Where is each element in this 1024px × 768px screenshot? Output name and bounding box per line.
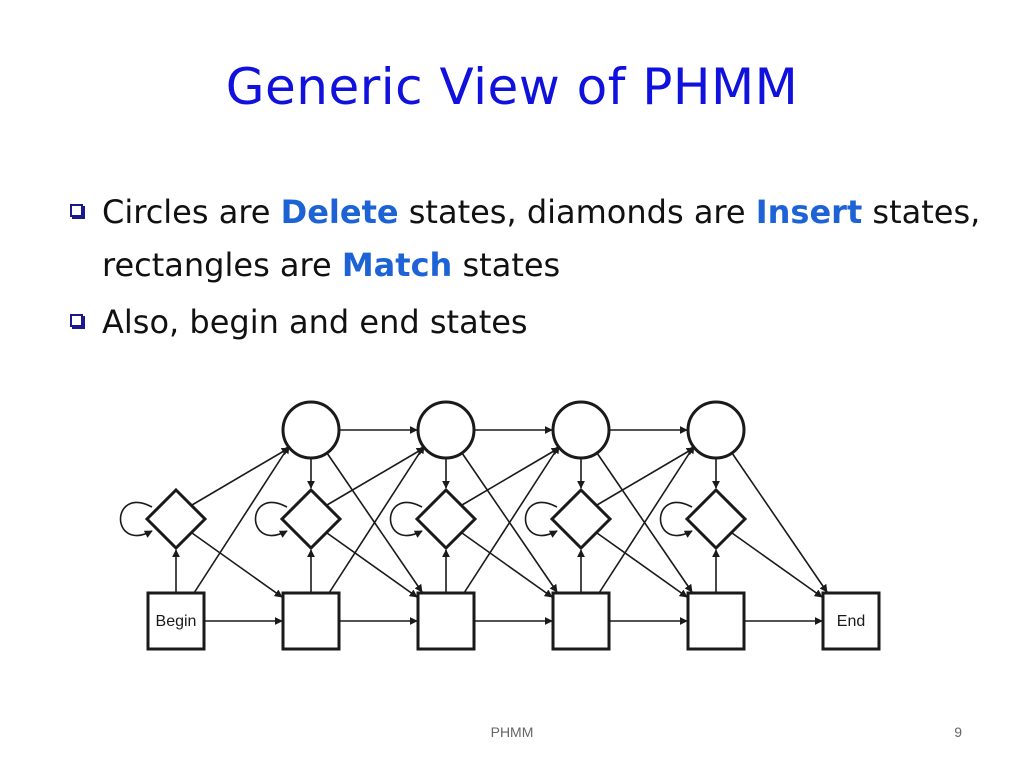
bullet-item: Circles are Delete states, diamonds are … bbox=[70, 186, 990, 292]
edge-insert-self-loop bbox=[254, 501, 288, 538]
insert-state bbox=[684, 487, 748, 551]
edge-insert-to-match bbox=[326, 532, 418, 598]
checkbox-bullet-icon bbox=[70, 314, 83, 327]
keyword-delete: Delete bbox=[280, 193, 399, 231]
delete-state bbox=[416, 400, 476, 460]
edge-insert-to-delete bbox=[326, 447, 425, 506]
match-state bbox=[551, 591, 611, 651]
delete-state bbox=[281, 400, 341, 460]
insert-state bbox=[279, 487, 343, 551]
edge-insert-to-match bbox=[191, 532, 283, 598]
delete-state bbox=[686, 400, 746, 460]
delete-state bbox=[551, 400, 611, 460]
match-state bbox=[281, 591, 341, 651]
edge-match-to-delete bbox=[463, 445, 560, 594]
edge-insert-self-loop bbox=[659, 501, 693, 538]
edge-insert-self-loop bbox=[119, 501, 153, 538]
insert-state bbox=[414, 487, 478, 551]
bullet-text-segment: Also, begin and end states bbox=[102, 303, 528, 341]
bullet-text-segment: states, rectangles are bbox=[102, 193, 981, 284]
edge-insert-self-loop bbox=[389, 501, 423, 538]
end-state bbox=[821, 591, 881, 651]
begin-state bbox=[146, 591, 206, 651]
edge-insert-to-match bbox=[731, 532, 823, 598]
bullet-text-segment: states bbox=[452, 246, 561, 284]
edge-match-to-delete bbox=[598, 445, 695, 594]
checkbox-bullet-icon bbox=[70, 204, 83, 217]
bullet-item: Also, begin and end states bbox=[70, 296, 990, 349]
edge-insert-to-delete bbox=[191, 447, 290, 506]
edge-delete-to-match bbox=[731, 452, 828, 593]
begin-state-label: Begin bbox=[156, 613, 197, 630]
edge-insert-to-match bbox=[596, 532, 688, 598]
footer-title: PHMM bbox=[490, 724, 534, 740]
bullet-list: Circles are Delete states, diamonds are … bbox=[70, 186, 990, 353]
slide-title: Generic View of PHMM bbox=[225, 58, 799, 116]
edge-insert-to-delete bbox=[596, 447, 695, 506]
edge-match-to-delete bbox=[328, 445, 425, 594]
bullet-text-segment: Circles are bbox=[102, 193, 281, 231]
edge-begin-to-delete bbox=[193, 445, 290, 594]
edge-insert-to-match bbox=[461, 532, 553, 598]
edge-insert-to-delete bbox=[461, 447, 560, 506]
match-state bbox=[686, 591, 746, 651]
end-state-label: End bbox=[837, 613, 865, 630]
insert-state bbox=[144, 487, 208, 551]
edge-insert-self-loop bbox=[524, 501, 558, 538]
insert-state bbox=[549, 487, 613, 551]
match-state bbox=[416, 591, 476, 651]
keyword-insert: Insert bbox=[755, 193, 863, 231]
bullet-text-segment: states, diamonds are bbox=[398, 193, 756, 231]
keyword-match: Match bbox=[341, 246, 453, 284]
page-number: 9 bbox=[954, 724, 962, 740]
